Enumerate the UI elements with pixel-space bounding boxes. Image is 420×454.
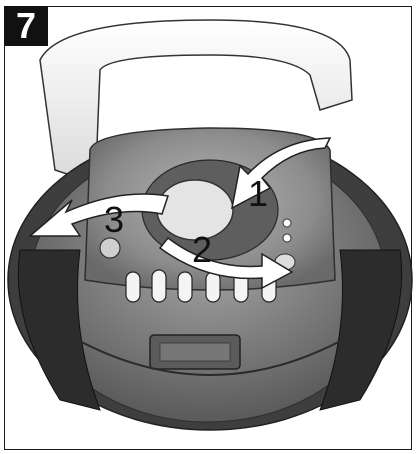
arrow-label-2: 2 xyxy=(192,229,212,270)
arrow-label-3: 3 xyxy=(104,199,124,240)
indicator-light-2 xyxy=(283,234,291,242)
arrow-label-1: 1 xyxy=(248,173,268,214)
lcd-screen xyxy=(160,343,230,361)
tuning-knob xyxy=(100,238,120,258)
indicator-light xyxy=(283,219,291,227)
